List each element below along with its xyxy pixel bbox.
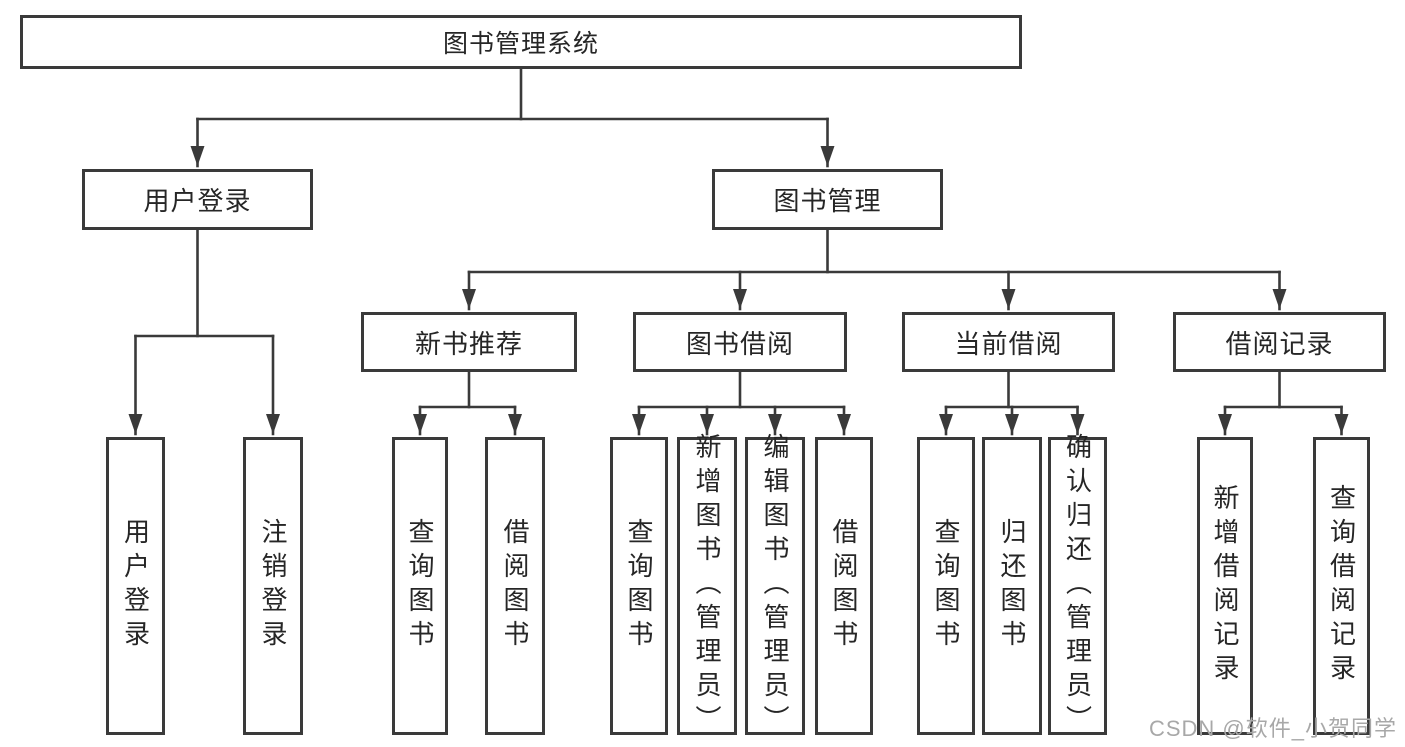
node-new-book-recommend-label: 新书推荐 — [414, 328, 523, 359]
node-user-login-label: 用户登录 — [143, 186, 252, 216]
leaf-user-login: 用户登录 — [106, 437, 165, 735]
node-root-system: 图书管理系统 — [20, 15, 1022, 69]
leaf-borrow-books-label: 借阅图书 — [829, 518, 859, 654]
connector-root-to-level2 — [190, 67, 835, 168]
node-book-borrowing: 图书借阅 — [633, 312, 847, 372]
leaf-query-books-recommend: 查询图书 — [392, 437, 448, 735]
leaf-query-books-current-label: 查询图书 — [931, 518, 961, 654]
node-book-management: 图书管理 — [712, 169, 943, 230]
connector-book-borrowing-to-leaves — [632, 370, 851, 436]
leaf-confirm-return-admin: 确认归还（管理员） — [1048, 433, 1107, 739]
leaf-query-books-borrowing: 查询图书 — [610, 437, 668, 735]
leaf-logout-label: 注销登录 — [258, 518, 288, 654]
leaf-confirm-return-admin-label: 确认归还（管理员） — [1062, 433, 1093, 739]
node-new-book-recommend: 新书推荐 — [361, 312, 577, 372]
leaf-edit-book-admin: 编辑图书（管理员） — [745, 433, 805, 739]
leaf-add-borrow-record-label: 新增借阅记录 — [1210, 484, 1240, 688]
leaf-edit-book-admin-label: 编辑图书（管理员） — [760, 433, 790, 739]
node-book-management-label: 图书管理 — [773, 186, 882, 216]
node-book-borrowing-label: 图书借阅 — [685, 328, 794, 359]
node-root-system-label: 图书管理系统 — [442, 30, 599, 58]
node-current-borrowing: 当前借阅 — [902, 312, 1115, 372]
leaf-add-book-admin: 新增图书（管理员） — [677, 433, 737, 739]
leaf-query-books-borrowing-label: 查询图书 — [624, 518, 654, 654]
leaf-logout: 注销登录 — [243, 437, 303, 735]
connector-user-login-to-leaves — [128, 228, 280, 436]
leaf-borrow-books-recommend: 借阅图书 — [485, 437, 545, 735]
node-user-login: 用户登录 — [82, 169, 313, 230]
leaf-add-book-admin-label: 新增图书（管理员） — [692, 433, 722, 739]
node-current-borrowing-label: 当前借阅 — [954, 328, 1063, 359]
connector-new-book-recommend-to-leaves — [413, 370, 522, 436]
leaf-borrow-books: 借阅图书 — [815, 437, 873, 735]
connector-borrow-records-to-leaves — [1218, 370, 1349, 436]
leaf-return-book: 归还图书 — [982, 437, 1042, 735]
leaf-user-login-label: 用户登录 — [120, 518, 151, 654]
leaf-return-book-label: 归还图书 — [997, 518, 1027, 654]
leaf-query-borrow-record-label: 查询借阅记录 — [1326, 484, 1357, 688]
node-borrow-records-label: 借阅记录 — [1225, 328, 1334, 359]
leaf-query-books-current: 查询图书 — [917, 437, 975, 735]
connector-book-management-to-level3 — [462, 228, 1287, 311]
connector-current-borrowing-to-leaves — [939, 370, 1085, 436]
csdn-watermark: CSDN @软件_小贺同学 — [1148, 716, 1397, 741]
leaf-add-borrow-record: 新增借阅记录 — [1197, 437, 1253, 735]
leaf-query-books-recommend-label: 查询图书 — [405, 518, 435, 654]
leaf-borrow-books-recommend-label: 借阅图书 — [500, 518, 530, 654]
leaf-query-borrow-record: 查询借阅记录 — [1313, 437, 1370, 735]
node-borrow-records: 借阅记录 — [1173, 312, 1386, 372]
